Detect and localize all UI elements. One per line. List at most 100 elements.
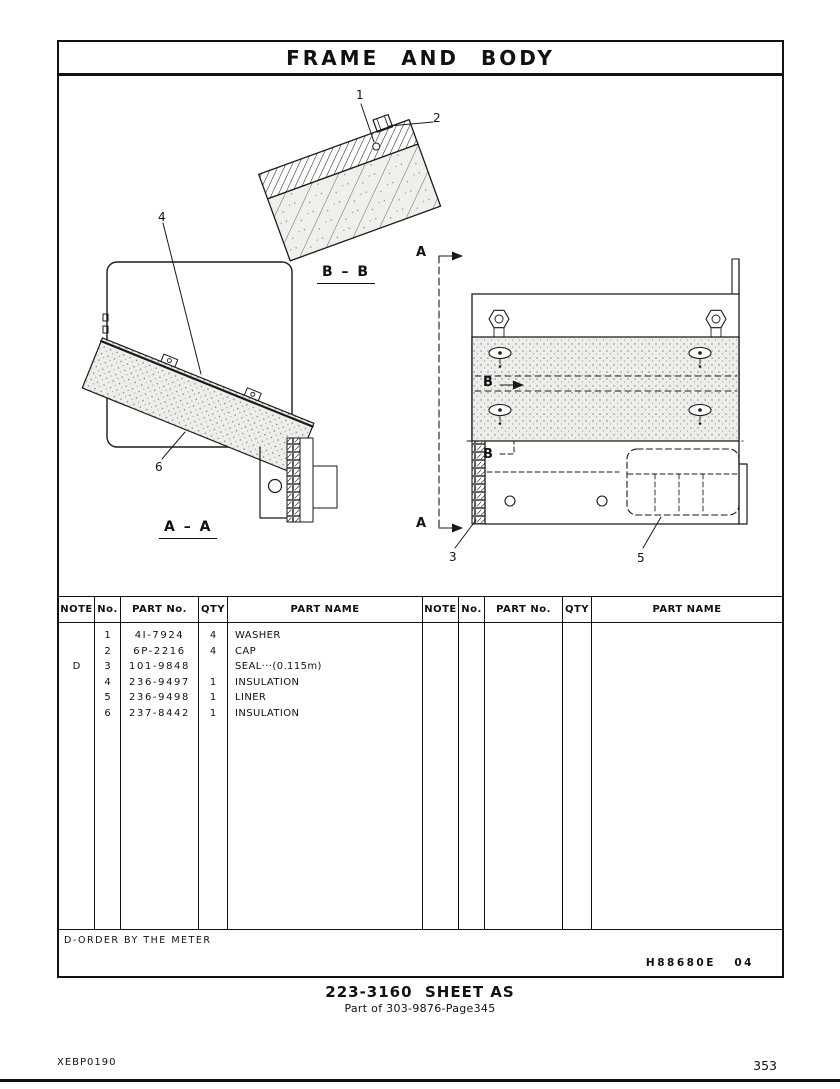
sheet-caption: 223-3160 SHEET AS Part of 303-9876-Page3…: [0, 983, 840, 1015]
table-cell: 237-8442: [129, 707, 190, 719]
table-cell: [199, 659, 227, 675]
column-qty: 4 4 1 1 1: [199, 623, 228, 929]
column-note: D: [59, 623, 95, 929]
leader-2: [388, 121, 434, 127]
washer-fitting: [488, 346, 512, 368]
sheet-code: 223-3160 SHEET AS: [325, 983, 515, 1001]
header-qty-2: QTY: [563, 597, 592, 622]
right-elevation-view: [438, 251, 748, 549]
table-cell: [59, 644, 94, 660]
seal-strip-aa: [286, 437, 301, 523]
callout-5: 5: [637, 551, 645, 565]
arrow-a-top: [452, 251, 463, 261]
table-cell: 3: [104, 661, 111, 672]
parts-table: NOTE No. PART No. QTY PART NAME NOTE No.…: [59, 596, 782, 930]
table-cell: [59, 675, 94, 691]
header-part-no: PART No.: [121, 597, 199, 622]
table-cell: D: [72, 661, 81, 672]
bracket: [259, 446, 288, 519]
arrow-b-upper: [513, 380, 524, 390]
sheet-footer: D-ORDER BY THE METER H88680E 04: [59, 930, 782, 976]
table-cell: 1: [209, 707, 217, 719]
column-part-no-2: [485, 623, 563, 929]
aa-section-assembly: [81, 222, 338, 523]
revision-code: H88680E 04: [645, 957, 754, 969]
callout-2: 2: [433, 111, 441, 125]
table-cell: CAP: [235, 645, 257, 657]
insulation-panel-bb: [266, 143, 442, 262]
column-part-name-2: [592, 623, 782, 929]
table-cell: 5: [104, 692, 111, 703]
section-letter-b-lower: B: [483, 447, 493, 462]
table-cell: SEAL···(0.115m): [235, 661, 322, 672]
table-cell: LINER: [235, 692, 267, 703]
leader-3: [454, 519, 477, 549]
column-no-2: [459, 623, 485, 929]
retainer: [299, 437, 314, 523]
column-note-2: [423, 623, 459, 929]
table-cell: 6P-2216: [133, 645, 186, 657]
table-cell: [59, 690, 94, 706]
table-cell: 4: [209, 645, 217, 657]
table-cell: 236-9497: [129, 676, 190, 688]
diagram-area: 1 2 3 4 5 6 B – B A – A A A B B: [59, 76, 782, 596]
column-part-no: 4I-7924 6P-2216 101-9848 236-9497 236-94…: [121, 623, 199, 929]
table-cell: 6: [104, 707, 111, 719]
table-cell: 4: [104, 676, 111, 688]
column-qty-2: [563, 623, 592, 929]
table-body: D 1 2 3 4 5 6 4I-7924 6P-2216 101-9848 2…: [59, 623, 782, 929]
leader-1: [360, 103, 375, 143]
table-cell: [59, 706, 94, 722]
header-part-name-2: PART NAME: [652, 604, 722, 615]
header-no: No.: [95, 597, 121, 622]
section-letter-a-bottom: A: [416, 516, 427, 531]
table-cell: INSULATION: [235, 707, 300, 719]
table-cell: 1: [209, 676, 217, 688]
washer-fitting: [688, 346, 712, 368]
header-note-2: NOTE: [423, 597, 459, 622]
bb-section-assembly: [258, 103, 442, 262]
arrow-a-bottom: [452, 523, 463, 533]
hinge-tick: [102, 313, 109, 322]
column-no: 1 2 3 4 5 6: [95, 623, 121, 929]
hidden-insulation: [626, 448, 740, 516]
bottom-rule: [0, 1079, 840, 1082]
callout-1: 1: [356, 88, 364, 102]
table-cell: WASHER: [235, 630, 281, 641]
header-part-no-2: PART No.: [485, 597, 563, 622]
table-cell: [59, 628, 94, 644]
callout-3: 3: [449, 550, 457, 564]
page-number: 353: [753, 1058, 777, 1073]
washer-fitting: [688, 403, 712, 425]
table-cell: 4: [209, 630, 217, 641]
page-title: FRAME AND BODY: [59, 42, 782, 76]
section-letter-b-upper: B: [483, 375, 493, 390]
arrow-b-lower-connector: [499, 441, 515, 455]
table-cell: 2: [104, 645, 111, 657]
callout-4: 4: [158, 210, 166, 224]
hole: [267, 478, 283, 494]
table-cell: 101-9848: [129, 661, 190, 672]
header-part-name: PART NAME: [228, 597, 423, 622]
parts-diagram: [81, 103, 748, 549]
section-letter-a-top: A: [416, 245, 427, 260]
section-label-aa: A – A: [159, 519, 218, 539]
washer-fitting: [488, 403, 512, 425]
table-cell: 1: [209, 692, 217, 703]
header-no-2: No.: [459, 597, 485, 622]
table-cell: 1: [104, 630, 111, 641]
table-cell: INSULATION: [235, 676, 300, 688]
table-cell: 236-9498: [129, 692, 190, 703]
column-part-name: WASHER CAP SEAL···(0.115m) INSULATION LI…: [228, 623, 423, 929]
hex-bolt: [488, 309, 510, 338]
table-cell: 4I-7924: [134, 630, 185, 641]
parts-sheet: FRAME AND BODY: [57, 40, 784, 978]
header-note: NOTE: [59, 597, 95, 622]
block: [312, 465, 338, 509]
leader-5: [642, 516, 662, 549]
hole: [504, 495, 516, 507]
bolt: [372, 142, 381, 151]
sheet-subtitle: Part of 303-9876-Page345: [344, 1002, 496, 1015]
hex-bolt: [705, 309, 727, 338]
section-label-bb: B – B: [317, 264, 376, 284]
